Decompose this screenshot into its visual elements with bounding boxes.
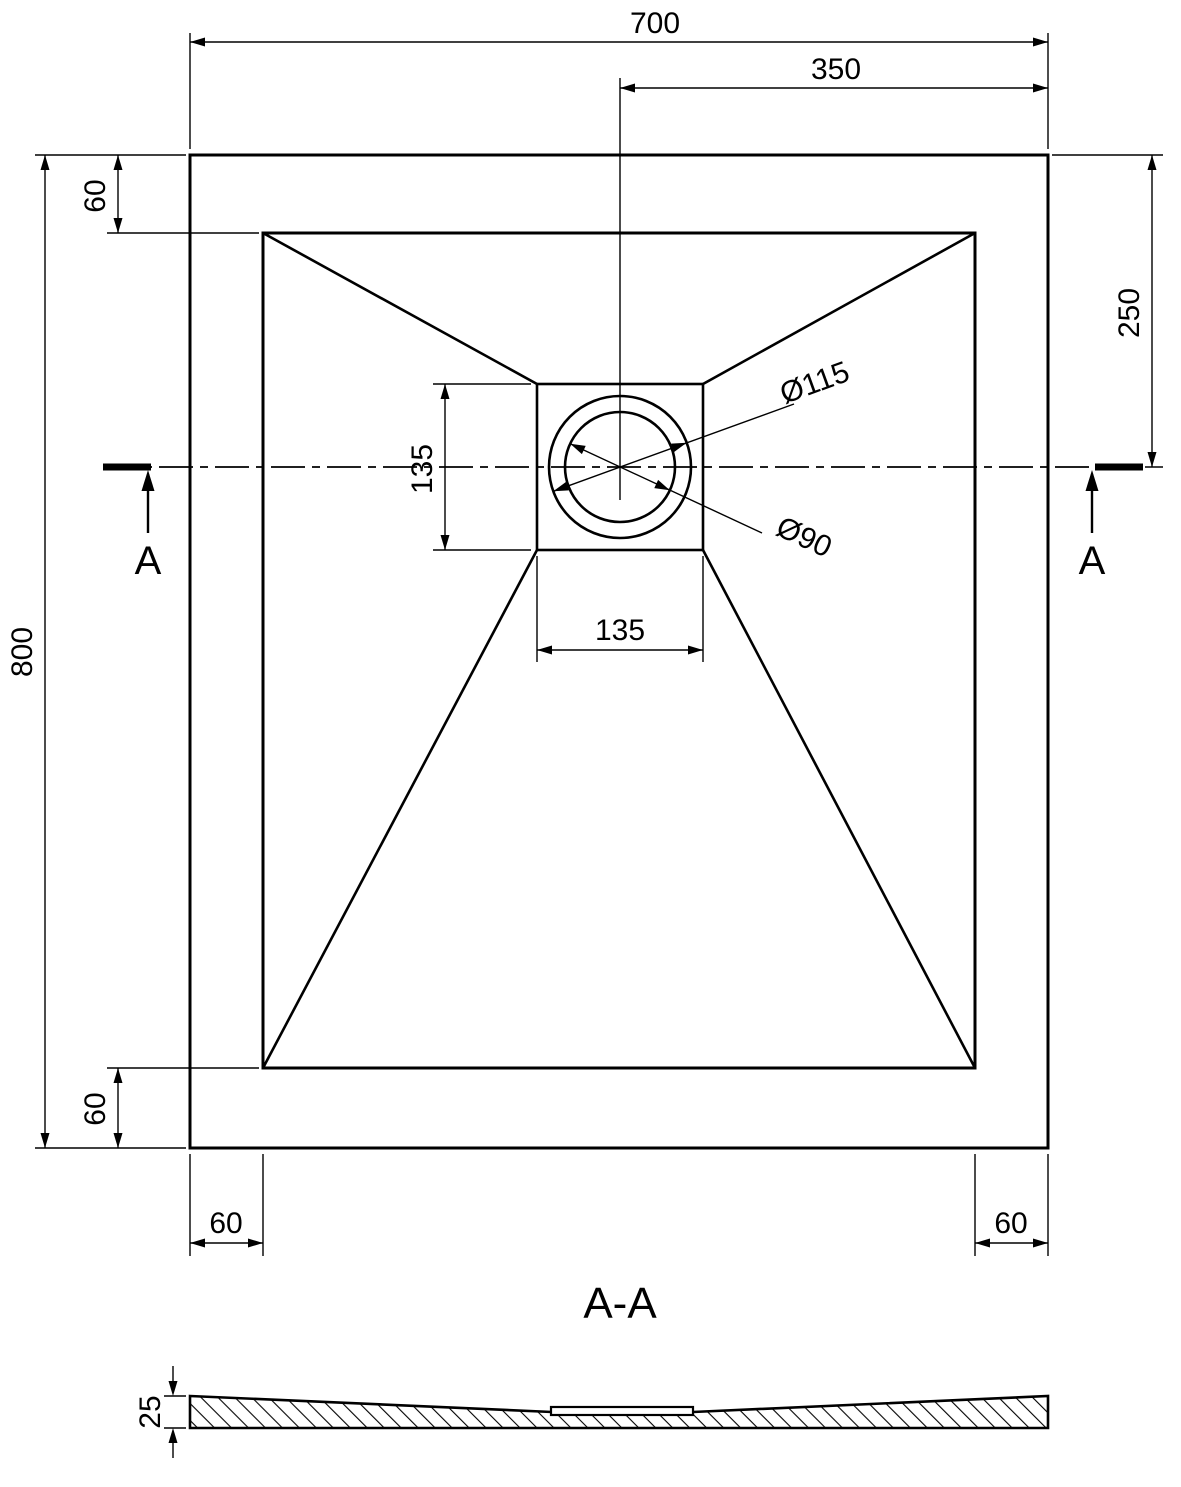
cut-label-left: A	[135, 539, 162, 583]
slope-line-bottom-left	[261, 549, 539, 1069]
arrowhead-icon	[113, 1068, 123, 1083]
arrowhead-icon	[168, 1381, 178, 1396]
arrowhead-icon	[975, 1238, 990, 1248]
dim-drain-recess-height: 135	[406, 383, 531, 551]
dim-drain-inner-diameter-label: Ø90	[771, 510, 836, 564]
dim-drain-recess-width-label: 135	[595, 614, 645, 647]
dim-bottom-inset-label: 60	[79, 1092, 112, 1125]
dim-bottom-right-inset-label: 60	[994, 1207, 1027, 1240]
dim-bottom-inset: 60	[79, 1067, 259, 1148]
dim-drain-recess-height-label: 135	[406, 444, 439, 494]
arrowhead-icon	[620, 83, 635, 93]
arrowhead-icon	[570, 443, 586, 455]
cut-arrow-left-icon	[141, 470, 155, 491]
outer-edge	[188, 153, 1050, 1150]
dim-drain-recess-width: 135	[536, 556, 704, 662]
arrowhead-icon	[248, 1238, 263, 1248]
arrowhead-icon	[688, 645, 703, 655]
arrowhead-icon	[113, 218, 123, 233]
dim-overall-length: 800	[6, 154, 186, 1149]
arrowhead-icon	[1033, 37, 1048, 47]
cut-label-right: A	[1079, 539, 1106, 583]
arrowhead-icon	[190, 37, 205, 47]
dim-top-to-drain-center: 250	[1052, 154, 1163, 468]
dim-top-inset-label: 60	[79, 179, 112, 212]
arrowhead-icon	[1147, 155, 1157, 170]
dim-drain-outer-diameter-label: Ø115	[776, 355, 854, 410]
dim-top-inset: 60	[79, 155, 259, 234]
arrowhead-icon	[654, 479, 670, 491]
arrowhead-icon	[440, 535, 450, 550]
arrowhead-icon	[537, 645, 552, 655]
dim-bottom-right-inset: 60	[974, 1154, 1049, 1256]
dim-bottom-left-inset-label: 60	[209, 1207, 242, 1240]
slope-line-bottom-right	[701, 549, 977, 1069]
slope-line-top-left	[262, 231, 538, 386]
section-view: 25	[134, 1366, 1050, 1458]
dim-center-to-right-label: 350	[811, 53, 861, 86]
arrowhead-icon	[440, 384, 450, 399]
arrowhead-icon	[1033, 1238, 1048, 1248]
dim-center-to-right: 350	[620, 53, 1048, 93]
section-title: A-A	[583, 1279, 657, 1328]
dim-top-to-drain-center-label: 250	[1113, 288, 1146, 338]
arrowhead-icon	[40, 1133, 50, 1148]
dim-tray-thickness-label: 25	[134, 1395, 167, 1428]
arrowhead-icon	[1033, 83, 1048, 93]
arrowhead-icon	[113, 1133, 123, 1148]
dim-overall-width-label: 700	[630, 7, 680, 40]
dim-overall-length-label: 800	[6, 627, 39, 677]
arrowhead-icon	[190, 1238, 205, 1248]
top-view	[188, 78, 1050, 1150]
arrowhead-icon	[113, 155, 123, 170]
dim-overall-width: 700	[189, 7, 1049, 149]
slope-line-top-right	[702, 231, 976, 386]
section-cut-line: A A	[103, 463, 1143, 583]
dim-bottom-left-inset: 60	[189, 1154, 264, 1256]
arrowhead-icon	[168, 1428, 178, 1443]
cut-arrow-right-icon	[1085, 470, 1099, 491]
basin-edge	[261, 231, 977, 1070]
arrowhead-icon	[1147, 452, 1157, 467]
drain-plate	[549, 1405, 695, 1417]
arrowhead-icon	[553, 482, 569, 492]
dim-tray-thickness: 25	[134, 1366, 186, 1458]
arrowhead-icon	[40, 155, 50, 170]
arrowhead-icon	[671, 442, 687, 452]
